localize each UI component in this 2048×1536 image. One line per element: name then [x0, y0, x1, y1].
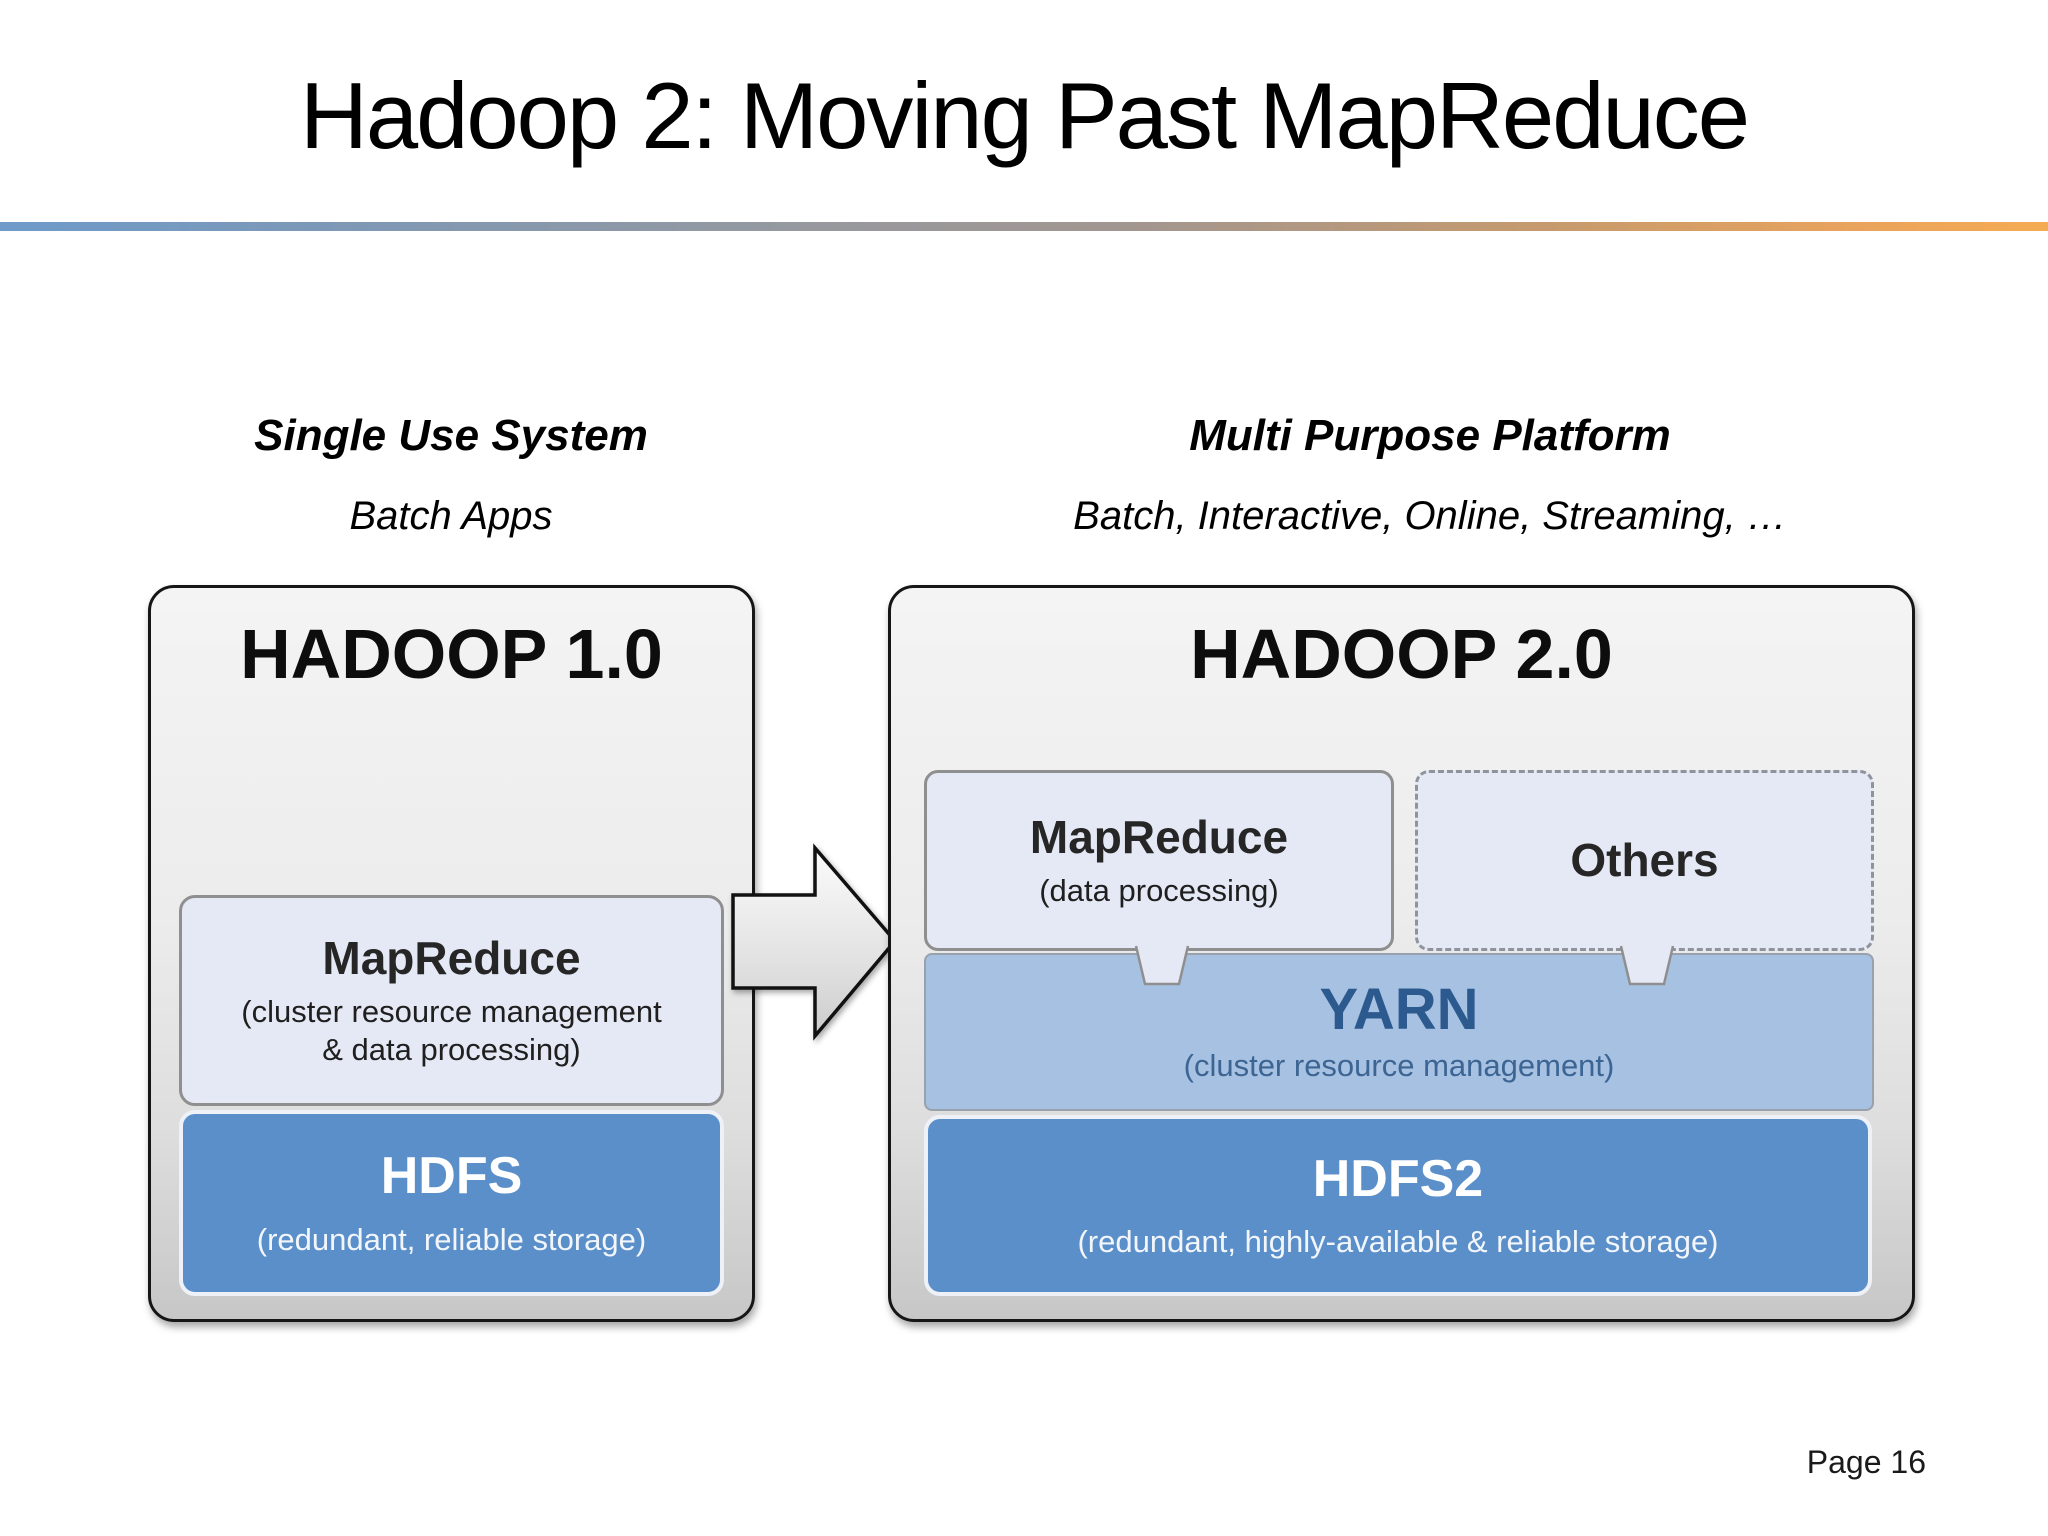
hadoop1-mapreduce-subtitle-line1: (cluster resource management — [241, 994, 662, 1030]
title-divider — [0, 222, 2048, 231]
hdfs2-title: HDFS2 — [1312, 1149, 1484, 1208]
yarn-subtitle: (cluster resource management) — [1183, 1048, 1615, 1084]
hadoop1-mapreduce-subtitle: (cluster resource management & data proc… — [241, 993, 661, 1069]
hadoop2-title: HADOOP 2.0 — [1190, 615, 1613, 693]
left-column-heading: Single Use System — [254, 411, 648, 460]
arrow-right-icon — [731, 843, 898, 1041]
hadoop1-container: HADOOP 1.0 MapReduce (cluster resource m… — [148, 585, 755, 1322]
hadoop1-mapreduce-subtitle-line2: & data processing) — [322, 1031, 581, 1067]
hdfs-subtitle: (redundant, reliable storage) — [256, 1221, 647, 1257]
hadoop1-mapreduce-title: MapReduce — [322, 932, 581, 985]
hadoop1-title: HADOOP 1.0 — [240, 615, 663, 693]
hadoop2-others-box: Others — [1415, 770, 1874, 951]
hadoop1-hdfs-box: HDFS (redundant, reliable storage) — [179, 1110, 724, 1296]
others-title: Others — [1570, 834, 1719, 887]
hadoop2-yarn-box: YARN (cluster resource management) — [924, 953, 1874, 1111]
left-column-header: Single Use System Batch Apps — [146, 411, 756, 539]
hadoop2-container: HADOOP 2.0 YARN (cluster resource manage… — [888, 585, 1915, 1322]
hadoop2-hdfs2-box: HDFS2 (redundant, highly-available & rel… — [924, 1115, 1872, 1296]
right-column-subheading: Batch, Interactive, Online, Streaming, … — [1073, 494, 1787, 539]
right-column-header: Multi Purpose Platform Batch, Interactiv… — [980, 411, 1880, 539]
hadoop2-mapreduce-subtitle: (data processing) — [1039, 873, 1279, 909]
hdfs2-subtitle: (redundant, highly-available & reliable … — [1077, 1224, 1719, 1260]
hdfs-title: HDFS — [380, 1147, 523, 1206]
left-column-subheading: Batch Apps — [349, 494, 553, 539]
hadoop2-mapreduce-title: MapReduce — [1029, 811, 1289, 864]
hadoop2-mapreduce-box: MapReduce (data processing) — [924, 770, 1394, 951]
page-number: Page 16 — [1806, 1444, 1926, 1480]
yarn-title: YARN — [1319, 976, 1479, 1042]
hadoop1-mapreduce-box: MapReduce (cluster resource management &… — [179, 895, 724, 1106]
right-column-heading: Multi Purpose Platform — [1189, 411, 1671, 460]
page-title: Hadoop 2: Moving Past MapReduce — [299, 63, 1750, 168]
